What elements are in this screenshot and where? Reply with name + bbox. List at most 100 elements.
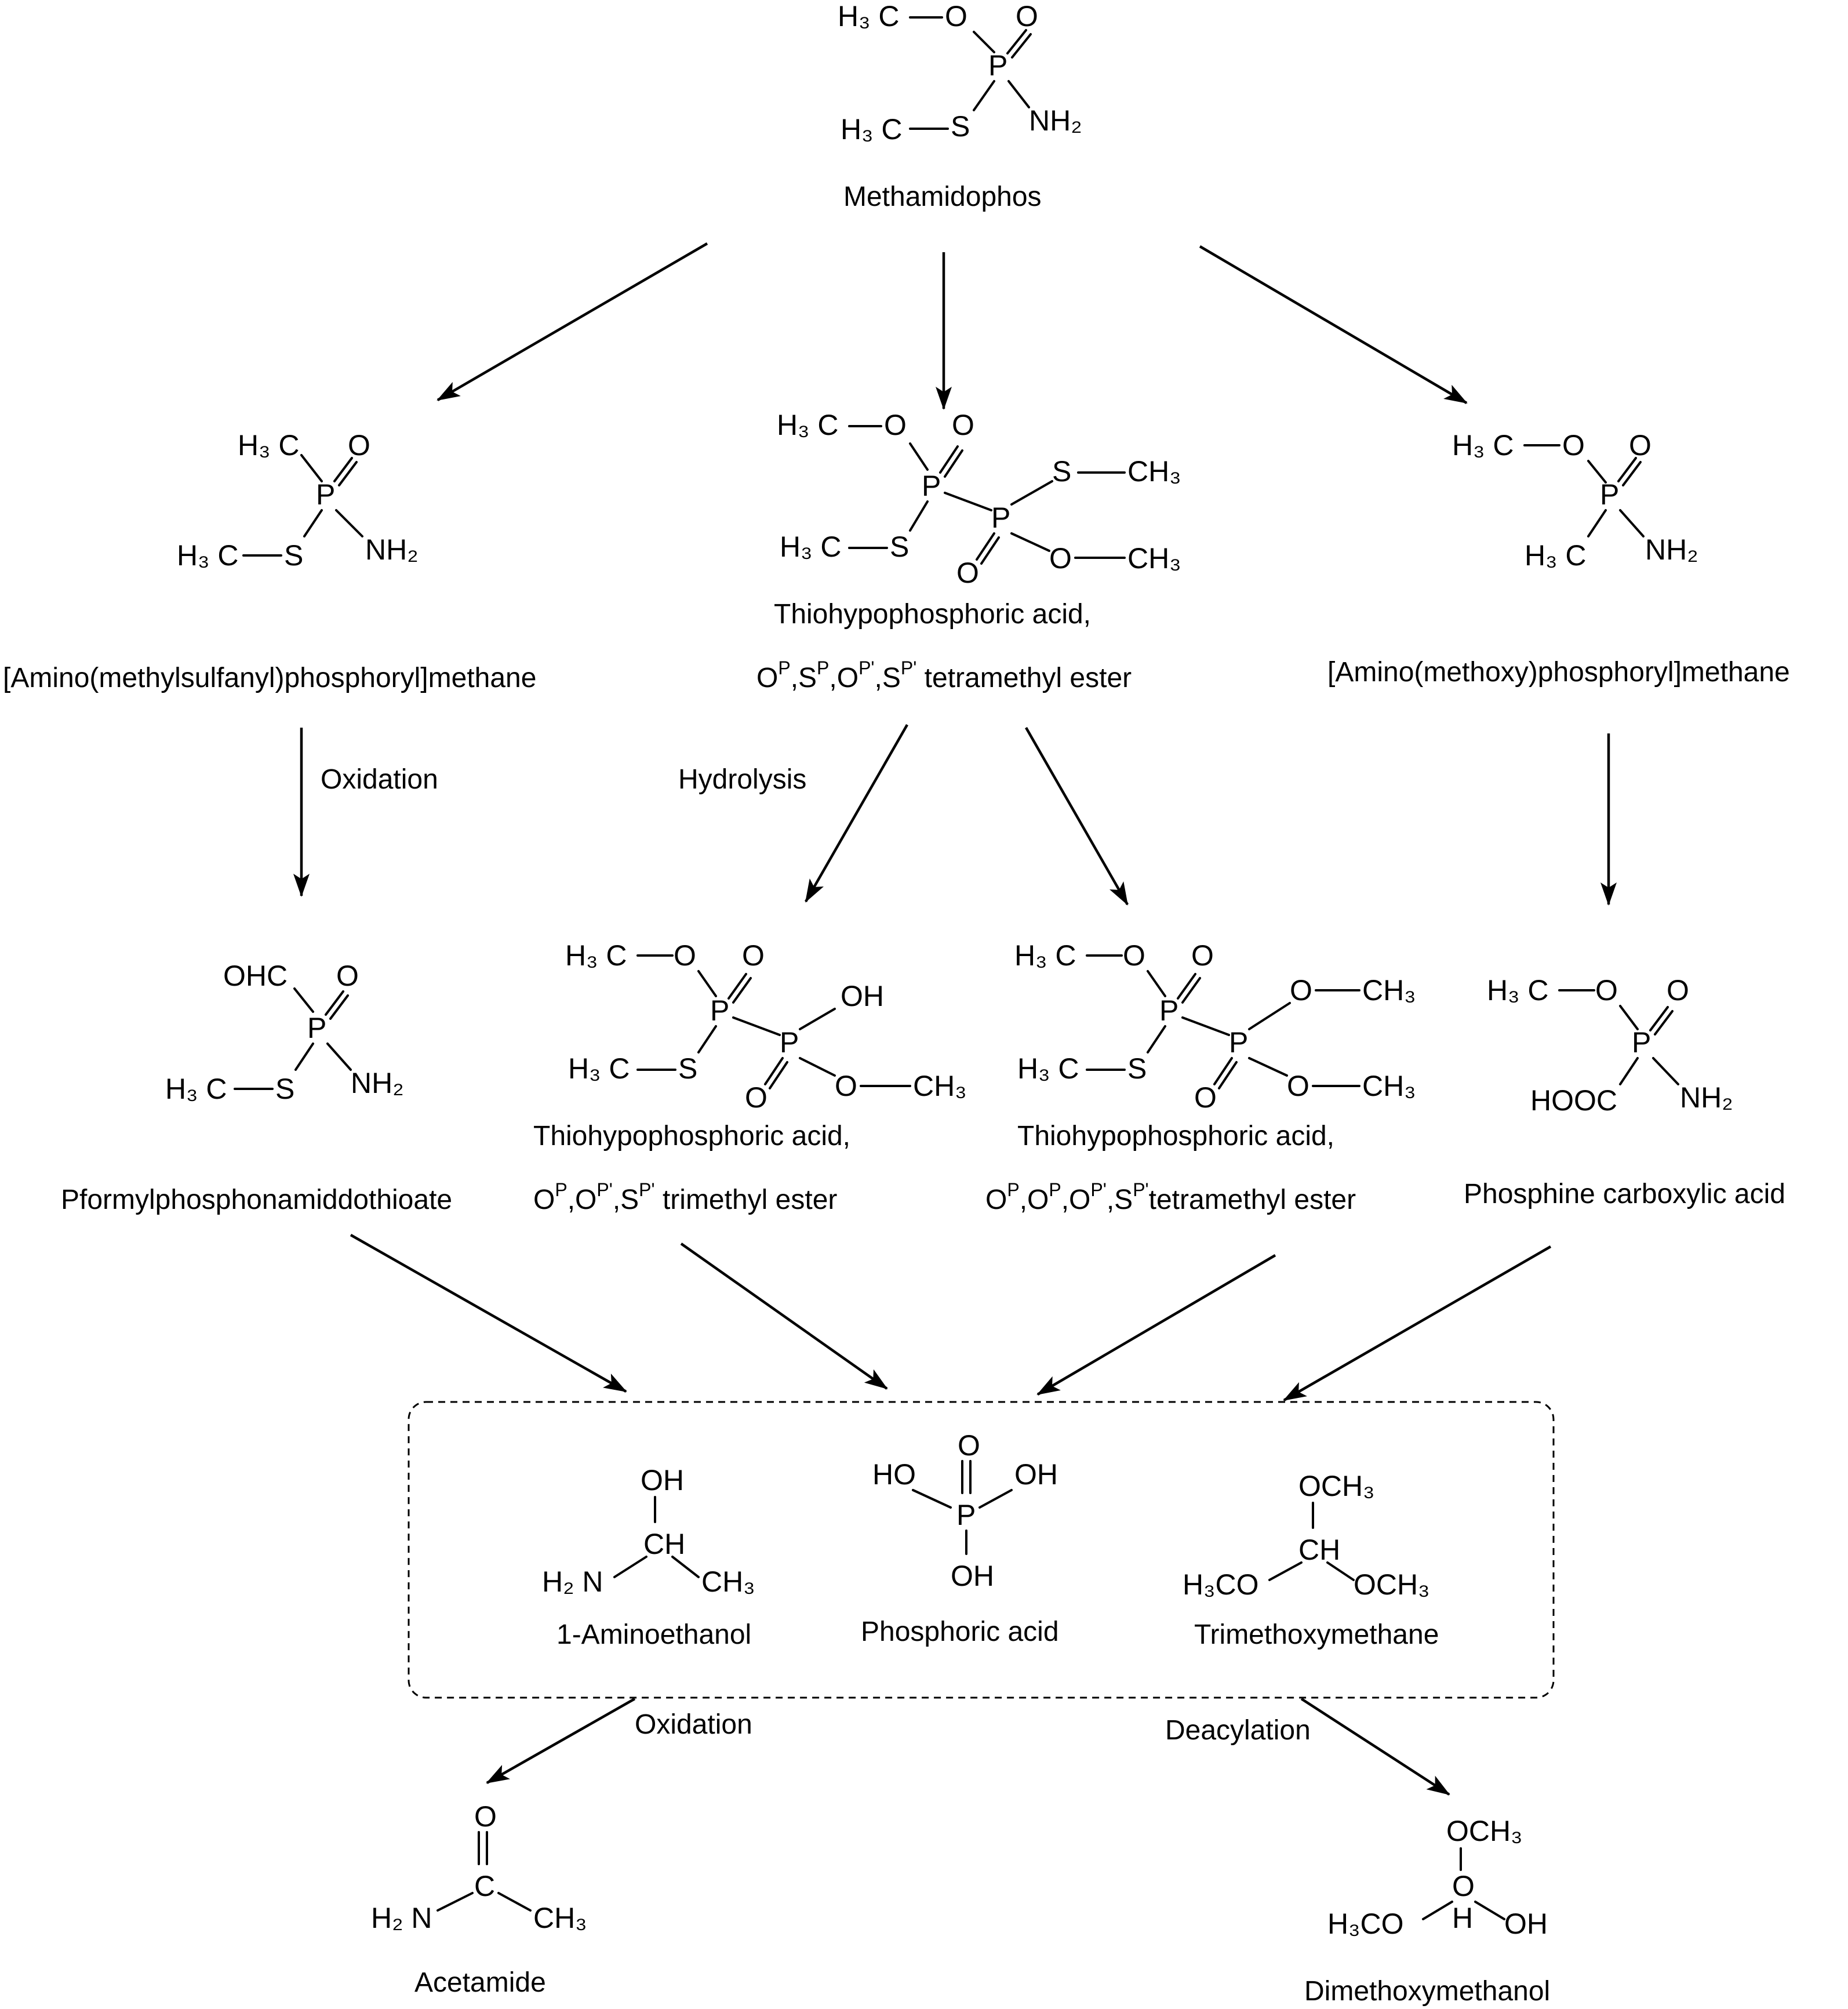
bond (909, 500, 929, 532)
compound-pformyl: OHC P O S NH₂ H₃ C Pformylphosphonamiddo… (61, 960, 452, 1215)
atom-ho: HO (872, 1458, 916, 1491)
arrow (805, 724, 908, 903)
bond (1147, 970, 1166, 997)
name-trimethoxymethane: Trimethoxymethane (1194, 1619, 1439, 1650)
atom-h3c: H₃ C (841, 113, 902, 146)
bond (1587, 460, 1607, 484)
compound-thiohypo-tetramethyl-1: H₃ C O P O S H₃ C P S CH₃ O O CH₃ Thiohy… (756, 409, 1181, 693)
atom-p: P (991, 502, 1010, 534)
atom-o: O (1290, 974, 1312, 1007)
bond (1248, 1002, 1291, 1030)
atom-och3: OCH₃ (1298, 1470, 1374, 1502)
bond (1619, 1005, 1639, 1030)
bond (697, 970, 717, 997)
atom-nh2: NH₂ (365, 533, 419, 566)
atom-o: O (742, 939, 765, 972)
atom-o: O (958, 1429, 980, 1462)
atom-s: S (1052, 455, 1071, 488)
atom-h3co: H₃CO (1183, 1568, 1258, 1601)
atom-o: O (884, 409, 907, 441)
atom-ch3: CH₃ (533, 1902, 587, 1934)
atom-h3c: H₃ C (1525, 539, 1586, 572)
bond (697, 1025, 717, 1053)
atom-nh2: NH₂ (1029, 104, 1082, 137)
name-methamidophos: Methamidophos (843, 181, 1042, 212)
compound-thiohypo-trimethyl: H₃ C O P O S H₃ C P OH O O CH₃ Thiohypop… (533, 939, 967, 1215)
bond (613, 1556, 647, 1578)
atom-ch3: CH₃ (913, 1070, 967, 1102)
bond (1422, 1901, 1453, 1920)
double-bond (1213, 1057, 1233, 1085)
double-bond (769, 1061, 788, 1089)
atom-ch3: CH₃ (1362, 974, 1416, 1007)
name-pformyl: Pformylphosphonamiddothioate (61, 1185, 452, 1215)
compound-aminoethanol: OH CH H₂ N CH₃ 1-Aminoethanol (542, 1464, 755, 1650)
bond (671, 1556, 700, 1578)
bond (799, 1008, 836, 1030)
atom-h3c: H₃ C (177, 539, 238, 572)
label-deacylation: Deacylation (1165, 1715, 1311, 1746)
double-bond (1649, 1006, 1669, 1031)
atom-o: O (1049, 542, 1072, 575)
double-bond (1622, 461, 1642, 486)
atom-p: P (316, 478, 335, 511)
bond (1248, 1057, 1288, 1077)
atom-o: O (1629, 429, 1651, 462)
bond (978, 1489, 1013, 1509)
atom-h3c: H₃ C (1014, 939, 1076, 972)
name-phosphine-carboxylic: Phosphine carboxylic acid (1464, 1179, 1785, 1209)
compound-methamidophos: H₃ C O P O S NH₂ H₃ C Methamidophos (838, 0, 1082, 212)
bond (335, 509, 363, 537)
atom-och3: OCH₃ (1354, 1568, 1429, 1601)
atom-o: O (1562, 429, 1585, 462)
atom-oh: OH (841, 980, 884, 1012)
double-bond (1177, 973, 1196, 1000)
atom-h3c: H₃ C (565, 939, 627, 972)
atom-p: P (710, 994, 729, 1027)
atom-ch3: CH₃ (1127, 542, 1181, 575)
arrow (436, 242, 708, 401)
name-acetamide: Acetamide (414, 1967, 546, 1998)
double-bond (329, 994, 349, 1020)
bond (1587, 509, 1607, 537)
compound-acetamide: O C H₂ N CH₃ Acetamide (371, 1800, 587, 1998)
bond (1010, 480, 1053, 506)
double-bond (1617, 457, 1637, 482)
products-box (408, 1401, 1555, 1699)
double-bond (980, 536, 1000, 565)
atom-ch: CH (643, 1528, 685, 1560)
atom-o: O (348, 429, 370, 462)
bond (1474, 1901, 1505, 1920)
atom-p: P (922, 470, 941, 502)
atom-s: S (890, 531, 909, 563)
bond (1007, 80, 1030, 108)
atom-o: O (674, 939, 696, 972)
atom-o: O (1595, 974, 1618, 1007)
atom-c: C (474, 1870, 495, 1902)
name-line1: Thiohypophosphoric acid, (533, 1121, 850, 1151)
double-bond (1218, 1061, 1238, 1089)
atom-o: O (474, 1800, 497, 1833)
bond (1619, 509, 1645, 537)
atom-o: O (1123, 939, 1145, 972)
double-bond (1654, 1010, 1674, 1036)
arrow (486, 1698, 636, 1784)
bond (1010, 532, 1050, 552)
bond (799, 1057, 836, 1077)
double-bond (325, 990, 344, 1016)
atom-h: H (1452, 1902, 1473, 1934)
arrow (680, 1243, 888, 1390)
double-bond (338, 461, 358, 486)
bond (1147, 1025, 1166, 1053)
atom-s: S (275, 1073, 294, 1105)
atom-p: P (1632, 1026, 1651, 1059)
atom-ch: CH (1298, 1534, 1340, 1566)
atom-h2n: H₂ N (542, 1565, 603, 1598)
atom-ch3: CH₃ (1127, 455, 1181, 488)
name-dimethoxymethanol: Dimethoxymethanol (1304, 1976, 1550, 2007)
bond (436, 1892, 474, 1912)
label-hydrolysis: Hydrolysis (678, 764, 806, 795)
bond (497, 1892, 532, 1912)
atom-h3c: H₃ C (568, 1052, 630, 1085)
